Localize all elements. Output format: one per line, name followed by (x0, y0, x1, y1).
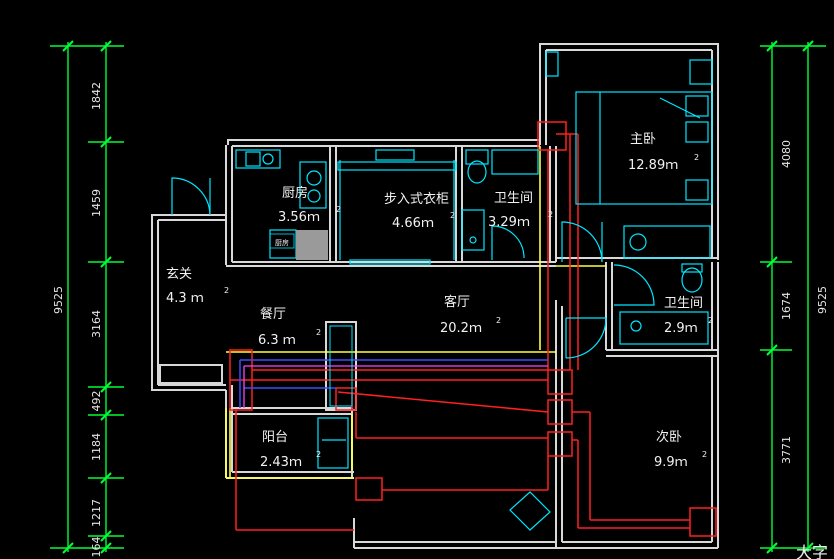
room-sup-master: 2 (694, 153, 699, 162)
column-frame (329, 325, 353, 407)
room-sup-closet: 2 (450, 211, 455, 220)
fixtures (171, 51, 713, 531)
red-pipes (229, 121, 717, 537)
room-name-master: 主卧 (630, 132, 656, 147)
room-area-master: 12.89ｍ (628, 158, 678, 173)
room-area-bath2: 2.9ｍ (664, 321, 698, 336)
room-name-dining: 餐厅 (260, 306, 286, 322)
left-dim-164: 164 (90, 537, 103, 558)
room-area-living: 20.2ｍ (440, 321, 482, 336)
kitchen-gray-box (296, 230, 328, 260)
right-dim-3771: 3771 (780, 436, 793, 464)
room-name-kitchen: 厨房 (282, 185, 308, 201)
room-area-foyer: 4.3 ｍ (166, 291, 204, 306)
magenta-pipes (243, 365, 548, 408)
left-dim-3164: 3164 (90, 310, 103, 338)
right-dim-1674: 1674 (780, 292, 793, 320)
left-dim-1842: 1842 (90, 82, 103, 110)
yellow-lines (225, 146, 606, 479)
kitchen-sign-text: 厨房 (275, 238, 289, 247)
room-sup-bath1: 2 (548, 210, 553, 219)
room-area-balcony: 2.43ｍ (260, 455, 302, 470)
room-area-kitchen: 3.56ｍ (278, 210, 320, 225)
room-area-closet: 4.66ｍ (392, 216, 434, 231)
room-name-second: 次卧 (656, 429, 682, 445)
walls (151, 43, 719, 549)
corner-text: 大字 (796, 543, 828, 559)
room-name-foyer: 玄关 (166, 267, 192, 282)
room-area-bath1: 3.29ｍ (488, 215, 530, 230)
left-dim-1459: 1459 (90, 189, 103, 217)
left-dimension-ticks (62, 40, 112, 554)
room-name-bath1: 卫生间 (494, 191, 533, 206)
kitchen-sign-box (269, 233, 295, 249)
right-dim-4080: 4080 (780, 140, 793, 168)
blue-pipes (239, 359, 548, 408)
room-sup-dining: 2 (316, 328, 321, 337)
room-sup-living: 2 (496, 316, 501, 325)
right-dimension-chain (760, 42, 826, 552)
left-dim-492: 492 (90, 391, 103, 412)
room-area-dining: 6.3 ｍ (258, 333, 296, 348)
room-sup-foyer: 2 (224, 286, 229, 295)
room-name-closet: 步入式衣柜 (384, 191, 449, 207)
room-sup-bath2: 2 (708, 316, 713, 325)
right-total-dim: 9525 (816, 286, 829, 314)
left-dim-1184: 1184 (90, 433, 103, 461)
right-dimension-ticks (766, 40, 814, 554)
left-total-dim: 9525 (52, 286, 65, 314)
room-sup-second: 2 (702, 450, 707, 459)
room-area-second: 9.9ｍ (654, 455, 688, 470)
room-name-bath2: 卫生间 (664, 296, 703, 311)
left-dim-1217: 1217 (90, 499, 103, 527)
room-sup-balcony: 2 (316, 450, 321, 459)
room-labels: 厨房 3.56ｍ 2 步入式衣柜 4.66ｍ 2 卫生间 3.29ｍ 2 主卧 … (166, 132, 713, 470)
room-name-living: 客厅 (444, 294, 470, 310)
room-sup-kitchen: 2 (336, 205, 341, 214)
room-name-balcony: 阳台 (262, 430, 288, 445)
